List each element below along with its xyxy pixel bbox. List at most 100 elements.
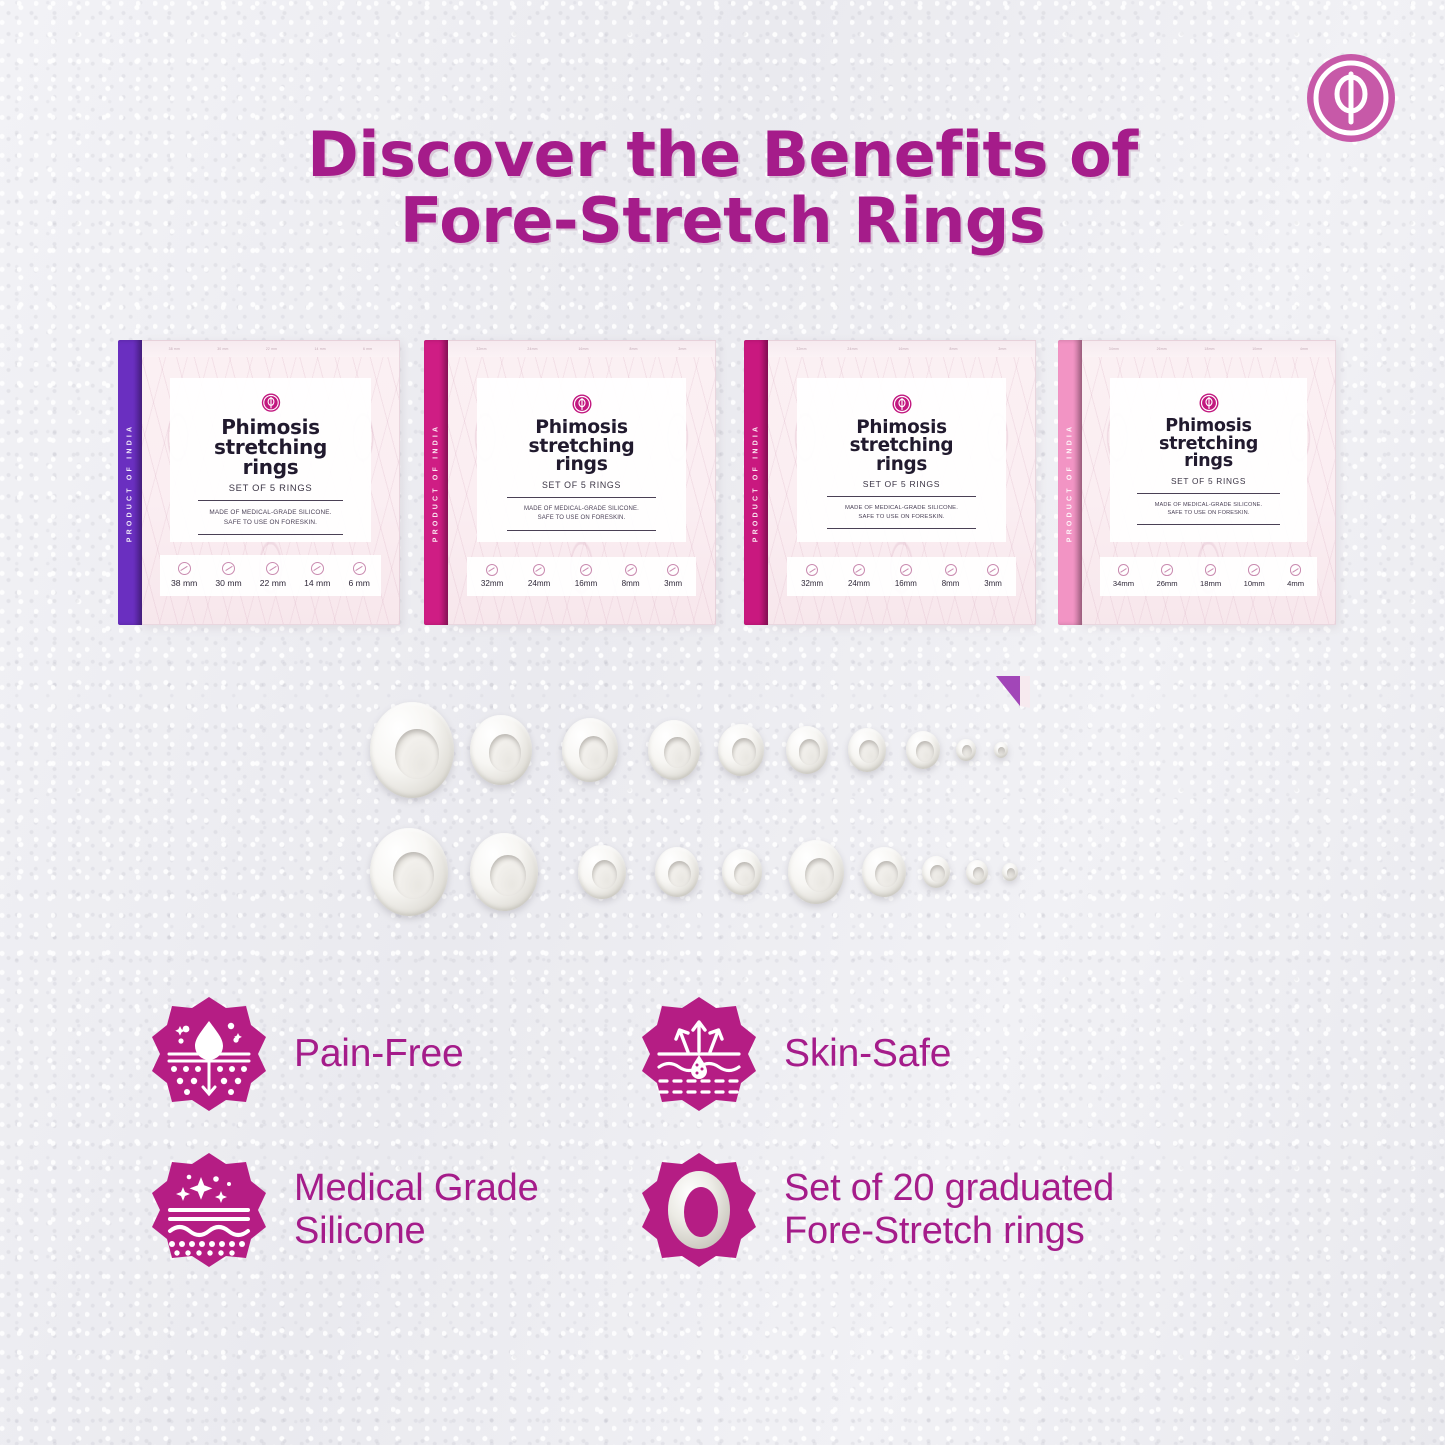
ring-hole	[962, 744, 973, 758]
silicone-ring	[788, 840, 844, 904]
box-corner-fragment	[996, 676, 1030, 712]
feature-pain-free: Pain-Free	[150, 995, 640, 1113]
size-label: 4mm	[1287, 578, 1305, 588]
product-box[interactable]: PRODUCT OF INDIA 38 mm 30 mm 22 mm 14 mm 6 mm…	[118, 340, 400, 625]
ring-hole	[663, 736, 691, 769]
product-name-line-2: stretching	[849, 435, 954, 457]
feature-label: Medical Grade Silicone	[294, 1167, 539, 1252]
box-spine-text: PRODUCT OF INDIA	[752, 423, 760, 542]
size-label: 22 mm	[259, 577, 287, 588]
ring-glyph-icon	[177, 561, 191, 575]
feature-set-of-20: Set of 20 graduated Fore-Stretch rings	[640, 1151, 1114, 1269]
ring-hole	[592, 859, 618, 889]
size-item: 34mm	[1113, 564, 1134, 588]
ring-hole	[972, 866, 984, 880]
silicone-ring	[655, 846, 699, 898]
feature-skin-safe: Skin-Safe	[640, 995, 951, 1113]
box-note-line-1: MADE OF MEDICAL-GRADE SILICONE.	[845, 505, 958, 512]
ring-hole	[578, 735, 608, 770]
size-item: 38 mm	[171, 561, 197, 588]
silicone-ring	[470, 833, 538, 911]
ring-hole	[395, 728, 439, 780]
divider	[506, 497, 657, 499]
size-item: 24mm	[848, 563, 870, 588]
size-label: 3mm	[984, 578, 1002, 588]
ring-row-bottom	[0, 812, 1445, 932]
silicone-ring	[648, 720, 700, 780]
size-item: 14 mm	[304, 561, 330, 588]
ring-glyph-icon	[666, 563, 680, 576]
box-top-marking: 8mm	[629, 347, 638, 351]
ring-hole	[731, 738, 756, 767]
product-name-line-1: Phimosis	[1165, 415, 1252, 436]
box-note: MADE OF MEDICAL-GRADE SILICONE.SAFE TO U…	[845, 504, 958, 521]
box-top-marking: 16mm	[898, 347, 909, 351]
box-top-marking: 3mm	[678, 347, 687, 351]
ring-hole	[798, 739, 821, 765]
ring-glyph-icon	[1248, 564, 1260, 576]
ring-hole	[916, 741, 934, 762]
product-box[interactable]: PRODUCT OF INDIA 32mm 24mm 16mm 8mm 3mm Phimos…	[744, 340, 1036, 625]
ring-glyph-icon	[486, 563, 499, 576]
ring-hole	[1006, 867, 1016, 878]
ring-glyph-icon	[987, 563, 1000, 576]
size-label: 18mm	[1200, 578, 1222, 588]
ring-hole	[930, 864, 945, 882]
ring-glyph-icon	[1289, 564, 1302, 576]
size-item: 8mm	[942, 563, 959, 588]
box-note-line-1: MADE OF MEDICAL-GRADE SILICONE.	[209, 509, 332, 517]
page-title: Discover the Benefits of Fore-Stretch Ri…	[0, 122, 1445, 253]
size-item: 4mm	[1287, 564, 1305, 588]
ring-hole	[804, 857, 834, 892]
divider	[198, 500, 343, 502]
box-top-marking: 22 mm	[265, 347, 278, 351]
box-spine: PRODUCT OF INDIA	[118, 340, 142, 625]
product-name-line-2: stretching	[1158, 433, 1258, 454]
feature-label-line-1: Set of 20 graduated	[784, 1167, 1115, 1210]
product-name-line-2: stretching	[528, 435, 635, 457]
ring-glyph-icon	[1161, 564, 1173, 576]
size-item: 16mm	[575, 563, 597, 588]
product-box-row: PRODUCT OF INDIA 38 mm 30 mm 22 mm 14 mm 6 mm…	[0, 340, 1445, 630]
box-top-marking: 24mm	[527, 347, 538, 351]
ring-glyph-icon	[806, 563, 819, 576]
size-label: 8mm	[621, 578, 640, 588]
box-top-marking: 32mm	[476, 347, 487, 351]
product-name-line-1: Phimosis	[535, 416, 628, 438]
feature-label: Set of 20 graduated Fore-Stretch rings	[784, 1167, 1114, 1252]
box-label-logo-icon	[261, 393, 280, 412]
silicone-ring	[470, 714, 532, 786]
product-name-line-3: rings	[1184, 451, 1233, 472]
box-spine-text: PRODUCT OF INDIA	[1066, 423, 1074, 542]
box-spine: PRODUCT OF INDIA	[1058, 340, 1082, 625]
product-name-line-3: rings	[875, 453, 928, 475]
size-item: 6 mm	[348, 561, 370, 588]
box-top-marking: 8mm	[949, 347, 958, 351]
size-label: 30 mm	[215, 577, 242, 588]
size-item: 3mm	[984, 563, 1002, 588]
box-top-marking: 32mm	[796, 347, 807, 351]
silicone-ring	[370, 827, 448, 917]
ring-hole	[490, 854, 526, 896]
box-note-line-2: SAFE TO USE ON FORESKIN.	[223, 518, 318, 526]
silicone-ring	[718, 723, 764, 777]
feature-label: Skin-Safe	[784, 1032, 952, 1076]
size-item: 10mm	[1244, 564, 1265, 588]
box-note-line-2: SAFE TO USE ON FORESKIN.	[1167, 509, 1250, 516]
silicone-ring	[862, 846, 906, 898]
size-label: 32mm	[480, 578, 504, 588]
ring-glyph-icon	[1117, 564, 1130, 576]
box-top-marking: 18mm	[1204, 347, 1215, 351]
product-name-line-1: Phimosis	[221, 415, 320, 440]
